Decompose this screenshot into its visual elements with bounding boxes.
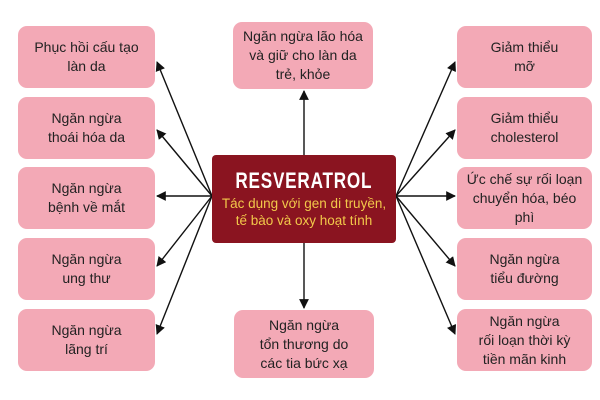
node-right-4: Ngăn ngừa tiểu đường — [457, 238, 592, 300]
node-right-1: Giảm thiểu mỡ — [457, 26, 592, 88]
node-right-5: Ngăn ngừa rối loạn thời kỳ tiền mãn kinh — [457, 309, 592, 371]
node-left-1: Phục hồi cấu tạo làn da — [18, 26, 155, 88]
node-right-2: Giảm thiểu cholesterol — [457, 97, 592, 159]
arrow-right-4 — [395, 195, 456, 267]
node-right-4-label: Ngăn ngừa tiểu đường — [489, 251, 560, 286]
node-right-3-label: Ức chế sự rối loạn chuyển hóa, béo phì — [466, 170, 583, 225]
node-left-4-label: Ngăn ngừa ung thư — [51, 251, 122, 286]
node-left-3-label: Ngăn ngừa bệnh về mắt — [47, 180, 126, 215]
arrow-left-5 — [155, 195, 213, 335]
node-right-5-label: Ngăn ngừa rối loạn thời kỳ tiền mãn kinh — [478, 312, 571, 367]
node-bottom-label: Ngăn ngừa tổn thương do các tia bức xạ — [259, 316, 349, 371]
node-left-4: Ngăn ngừa ung thư — [18, 238, 155, 300]
node-right-1-label: Giảm thiểu mỡ — [490, 39, 559, 74]
arrow-right-1 — [395, 61, 456, 197]
node-left-5: Ngăn ngừa lãng trí — [18, 309, 155, 371]
central-node: RESVERATROL Tác dụng với gen di truyền, … — [212, 155, 396, 243]
central-subtitle: Tác dụng với gen di truyền, tế bào và ox… — [221, 196, 387, 228]
node-left-5-label: Ngăn ngừa lãng trí — [51, 322, 122, 357]
arrow-right-2 — [395, 129, 456, 197]
arrow-left-2 — [156, 129, 213, 197]
node-top: Ngăn ngừa lão hóa và giữ cho làn da trẻ,… — [233, 22, 373, 89]
arrow-left-1 — [155, 61, 213, 197]
node-right-2-label: Giảm thiểu cholesterol — [490, 110, 559, 145]
arrow-left-4 — [156, 195, 213, 267]
node-left-2-label: Ngăn ngừa thoái hóa da — [47, 110, 126, 145]
node-right-3: Ức chế sự rối loạn chuyển hóa, béo phì — [457, 167, 592, 229]
node-left-2: Ngăn ngừa thoái hóa da — [18, 97, 155, 159]
node-top-label: Ngăn ngừa lão hóa và giữ cho làn da trẻ,… — [243, 28, 363, 82]
node-bottom: Ngăn ngừa tổn thương do các tia bức xạ — [234, 310, 374, 378]
node-left-3: Ngăn ngừa bệnh về mắt — [18, 167, 155, 229]
arrow-right-5 — [395, 195, 457, 335]
node-left-1-label: Phục hồi cấu tạo làn da — [34, 39, 139, 74]
central-title: RESVERATROL — [235, 168, 373, 193]
